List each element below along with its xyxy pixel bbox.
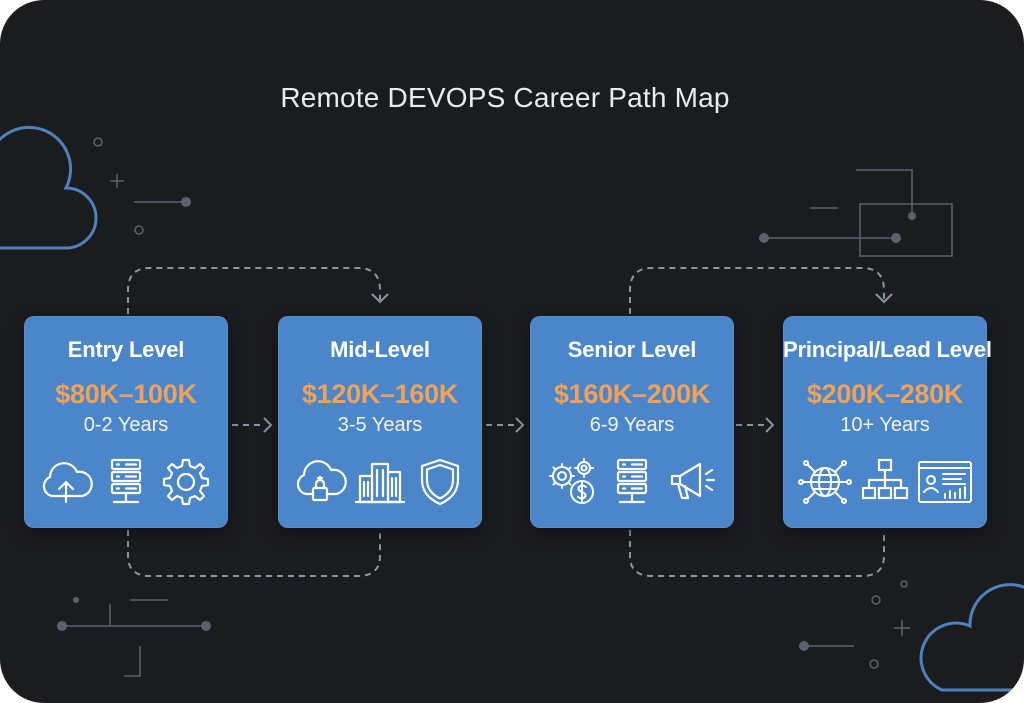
cloud-upload-icon <box>36 456 96 508</box>
stage-salary: $160K–200K <box>553 379 711 409</box>
stage-level: Entry Level <box>67 337 185 362</box>
diagram-title: Remote DEVOPS Career Path Map <box>280 82 730 113</box>
server-rack-icon <box>96 456 156 508</box>
stage-level: Mid-Level <box>330 337 430 362</box>
stage-years: 10+ Years <box>840 414 930 436</box>
connector-bottom-1 <box>127 530 381 577</box>
connector-top-1 <box>127 267 381 314</box>
shield-icon <box>410 456 470 508</box>
stage-years: 0-2 Years <box>83 414 169 436</box>
connector-bottom-2 <box>629 530 885 577</box>
dashboard-analytics-icon <box>915 456 975 508</box>
arrowhead-middle-1 <box>263 417 273 433</box>
arrowhead-middle-3 <box>765 417 775 433</box>
stage-years: 6-9 Years <box>589 414 675 436</box>
cloud-lock-icon <box>290 456 350 508</box>
cloud-outline-right-icon <box>919 583 1024 692</box>
cloud-outline-left-icon <box>0 125 98 250</box>
stage-years: 3-5 Years <box>337 414 423 436</box>
arrowhead-middle-2 <box>515 417 525 433</box>
megaphone-icon <box>662 456 722 508</box>
gears-dollar-icon <box>542 456 602 508</box>
office-building-icon <box>350 456 410 508</box>
org-chart-icon <box>855 456 915 508</box>
server-rack-icon <box>602 456 662 508</box>
globe-network-icon <box>795 456 855 508</box>
stage-card-senior: Senior Level $160K–200K 6-9 Years <box>530 316 734 528</box>
connector-top-2 <box>629 267 885 314</box>
stage-card-entry: Entry Level $80K–100K 0-2 Years <box>24 316 228 528</box>
arrowhead-top-2 <box>875 293 893 304</box>
stage-salary: $120K–160K <box>301 379 459 409</box>
gear-icon <box>156 456 216 508</box>
stage-level: Senior Level <box>567 337 697 362</box>
stage-salary: $200K–280K <box>806 379 964 409</box>
stage-salary: $80K–100K <box>55 379 197 409</box>
stage-card-principal: Principal/Lead Level $200K–280K 10+ Year… <box>783 316 992 528</box>
stage-level: Principal/Lead Level <box>783 337 992 362</box>
stage-card-mid: Mid-Level $120K–160K 3-5 Years <box>278 316 482 528</box>
arrowhead-top-1 <box>371 293 389 304</box>
